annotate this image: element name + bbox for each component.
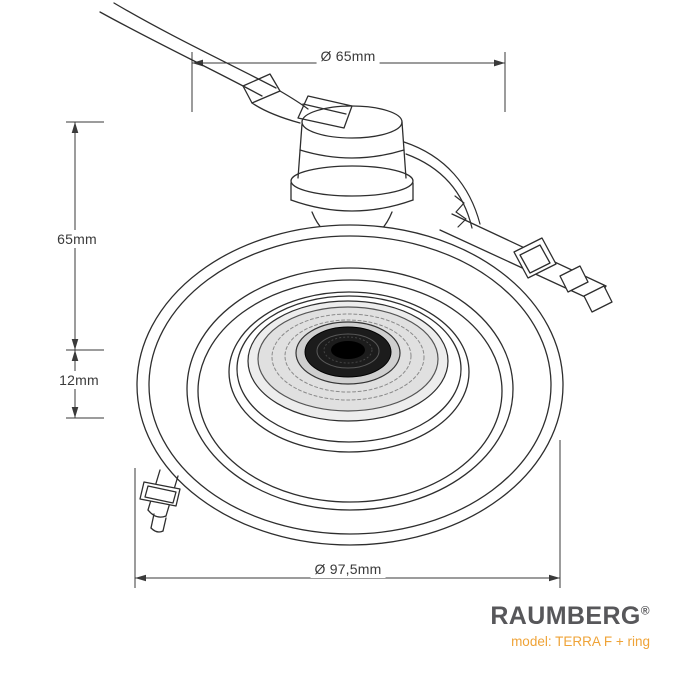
mounting-spring-right xyxy=(439,213,613,313)
registered-mark: ® xyxy=(640,603,650,618)
mounting-spring-left xyxy=(139,469,181,533)
brand-block: RAUMBERG® model: TERRA F + ring xyxy=(490,602,650,649)
dimension-lines xyxy=(66,52,561,588)
led-module xyxy=(295,321,401,385)
spring-wire xyxy=(403,141,481,229)
cable-lines xyxy=(99,2,309,124)
lamp-housing xyxy=(290,95,414,232)
dimension-label-top-diameter: Ø 65mm xyxy=(316,47,380,65)
model-label: model: TERRA F + ring xyxy=(511,633,650,649)
dimension-label-height: 65mm xyxy=(53,230,101,248)
brand-logo-text: RAUMBERG xyxy=(490,602,641,630)
dimension-label-ring-height: 12mm xyxy=(55,371,103,389)
brand-logo: RAUMBERG® xyxy=(490,602,650,631)
dimension-label-bottom-diameter: Ø 97,5mm xyxy=(310,560,386,578)
